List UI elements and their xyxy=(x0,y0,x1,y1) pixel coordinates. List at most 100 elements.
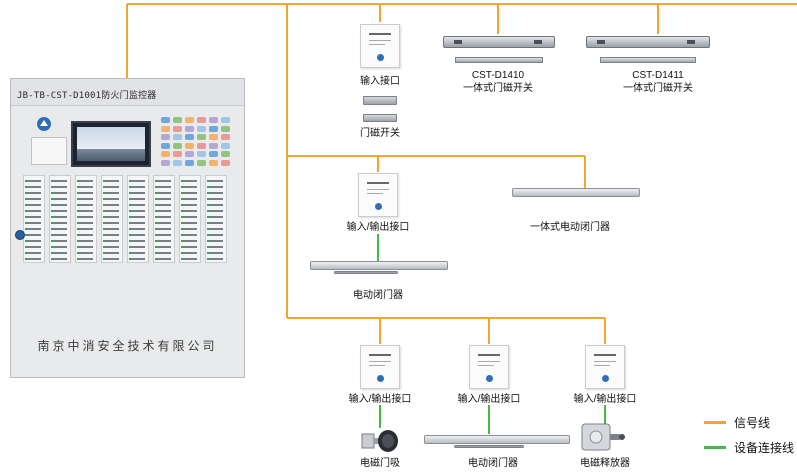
indicator-label-mark xyxy=(183,186,197,188)
indicator-led xyxy=(207,240,209,242)
indicator-led xyxy=(103,192,105,194)
keypad-key xyxy=(185,125,194,132)
indicator-label-mark xyxy=(105,198,119,200)
indicator-label-mark xyxy=(53,210,67,212)
indicator-led xyxy=(207,186,209,188)
indicator-label-mark xyxy=(183,234,197,236)
indicator-label-mark xyxy=(131,204,145,206)
indicator-label-mark xyxy=(27,216,41,218)
indicator-led xyxy=(129,186,131,188)
lock-mark xyxy=(687,40,695,44)
io-module-bottom-3 xyxy=(585,345,625,389)
door-closer-arm xyxy=(454,445,524,448)
display-image-ground xyxy=(77,149,145,161)
module-logo-icon xyxy=(377,375,384,382)
indicator-led xyxy=(155,186,157,188)
indicator-led xyxy=(103,210,105,212)
indicator-label-mark xyxy=(131,198,145,200)
indicator-led xyxy=(129,216,131,218)
keypad-key xyxy=(221,142,230,149)
indicator-label-mark xyxy=(209,216,223,218)
indicator-label-mark xyxy=(79,228,93,230)
indicator-led xyxy=(103,180,105,182)
keypad-key xyxy=(185,134,194,140)
indicator-led xyxy=(25,246,27,248)
device-lines xyxy=(377,234,606,434)
indicator-led xyxy=(181,180,183,182)
legend-device-swatch xyxy=(704,446,726,449)
indicator-led xyxy=(77,210,79,212)
indicator-label-mark xyxy=(183,240,197,242)
label-door-holder: 电磁门吸 xyxy=(360,458,400,469)
indicator-label-mark xyxy=(157,222,171,224)
indicator-led xyxy=(181,204,183,206)
indicator-led xyxy=(25,204,27,206)
indicator-led xyxy=(155,204,157,206)
indicator-label-mark xyxy=(105,192,119,194)
module-logo-icon xyxy=(486,375,493,382)
indicator-label-mark xyxy=(209,204,223,206)
magnetic-lock-1410 xyxy=(443,36,555,48)
keypad-key xyxy=(221,151,230,157)
indicator-label-mark xyxy=(27,222,41,224)
label-io-module-middle: 输入/输出接口 xyxy=(346,222,410,233)
brand-logo-icon xyxy=(37,117,51,131)
indicator-label-mark xyxy=(105,258,119,260)
indicator-led xyxy=(129,228,131,230)
indicator-label-mark xyxy=(157,252,171,254)
indicator-led xyxy=(25,186,27,188)
keypad-key xyxy=(185,151,194,157)
indicator-led xyxy=(207,234,209,236)
module-text-mark xyxy=(367,189,389,190)
indicator-led xyxy=(103,258,105,260)
indicator-led xyxy=(207,252,209,254)
indicator-led xyxy=(181,210,183,212)
indicator-led xyxy=(207,198,209,200)
magnetic-lock-1411-plate xyxy=(600,57,696,63)
indicator-label-mark xyxy=(183,180,197,182)
keypad-key xyxy=(209,151,218,157)
company-name: 南京中消安全技术有限公司 xyxy=(37,339,218,353)
indicator-led xyxy=(181,198,183,200)
indicator-label-mark xyxy=(183,228,197,230)
indicator-led xyxy=(155,228,157,230)
indicator-led xyxy=(103,222,105,224)
indicator-led xyxy=(181,258,183,260)
keypad-key xyxy=(209,159,218,166)
indicator-label-mark xyxy=(53,216,67,218)
indicator-label-mark xyxy=(209,210,223,212)
indicator-label-mark xyxy=(105,204,119,206)
indicator-column xyxy=(205,175,227,263)
keypad-key xyxy=(161,151,170,157)
indicator-label-mark xyxy=(131,180,145,182)
signal-lines xyxy=(126,3,797,344)
indicator-led xyxy=(77,180,79,182)
indicator-led xyxy=(129,192,131,194)
indicator-led xyxy=(25,192,27,194)
keypad-key xyxy=(197,159,206,166)
module-text-mark xyxy=(369,361,391,362)
indicator-label-mark xyxy=(105,234,119,236)
fire-door-controller-cabinet: JB-TB-CST-D1001防火门监控器 南京中消安全技术有限公司 xyxy=(10,78,245,378)
legend-signal-label: 信号线 xyxy=(734,416,771,430)
indicator-label-mark xyxy=(27,234,41,236)
indicator-label-mark xyxy=(157,240,171,242)
keypad xyxy=(161,117,237,169)
keypad-key xyxy=(173,142,182,149)
label-lock-1410-name: 一体式门磁开关 xyxy=(463,83,533,94)
indicator-label-mark xyxy=(27,240,41,242)
indicator-label-mark xyxy=(79,204,93,206)
door-closer-arm xyxy=(334,271,398,274)
module-text-mark xyxy=(367,193,383,194)
lock-mark xyxy=(454,40,462,44)
label-integrated-door-closer: 一体式电动闭门器 xyxy=(530,222,610,233)
door-switch-top xyxy=(363,96,397,105)
indicator-led xyxy=(181,186,183,188)
indicator-label-mark xyxy=(27,252,41,254)
input-module-top xyxy=(360,24,400,68)
electric-door-closer-bottom xyxy=(424,435,570,444)
keypad-key xyxy=(173,117,182,123)
indicator-label-mark xyxy=(53,252,67,254)
indicator-led xyxy=(129,234,131,236)
